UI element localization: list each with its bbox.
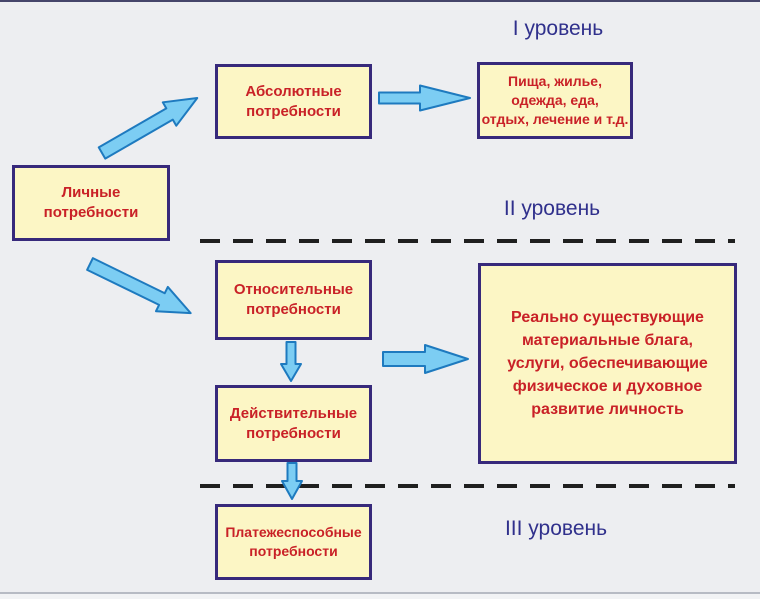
box-material-goods-label: Реально существующие материальные блага,… [507,309,708,418]
label-level-2: II уровень [503,197,601,220]
dashed-divider-level2 [200,239,735,243]
arrow-absolute-to-food [378,84,471,112]
box-relative-needs-label: Относительные потребности [233,281,354,318]
bottom-strip [0,594,760,599]
arrow-personal-to-relative [86,257,192,315]
label-level-3: III уровень [504,517,608,540]
arrow-actual-to-solvent [281,462,303,500]
box-absolute-needs: Абсолютные потребности [215,64,372,139]
arrow-personal-to-absolute [97,97,199,160]
box-relative-needs: Относительные потребности [215,260,372,340]
arrow-to-material-goods [382,344,469,374]
box-actual-needs: Действительные потребности [215,385,372,462]
box-food-housing-label: Пища, жилье, одежда, еда, отдых, лечение… [481,73,629,127]
bottom-rule [0,592,760,594]
box-personal-needs: Личные потребности [12,165,170,241]
arrow-relative-to-actual [280,341,302,382]
box-solvent-needs-label: Платежеспособные потребности [225,524,362,559]
box-absolute-needs-label: Абсолютные потребности [245,82,342,120]
dashed-divider-level3 [200,484,735,488]
box-food-housing: Пища, жилье, одежда, еда, отдых, лечение… [477,62,633,139]
box-material-goods: Реально существующие материальные блага,… [478,263,737,464]
box-solvent-needs: Платежеспособные потребности [215,504,372,580]
box-personal-needs-label: Личные потребности [43,184,139,221]
label-level-1: I уровень [512,17,604,40]
box-actual-needs-label: Действительные потребности [229,404,358,442]
